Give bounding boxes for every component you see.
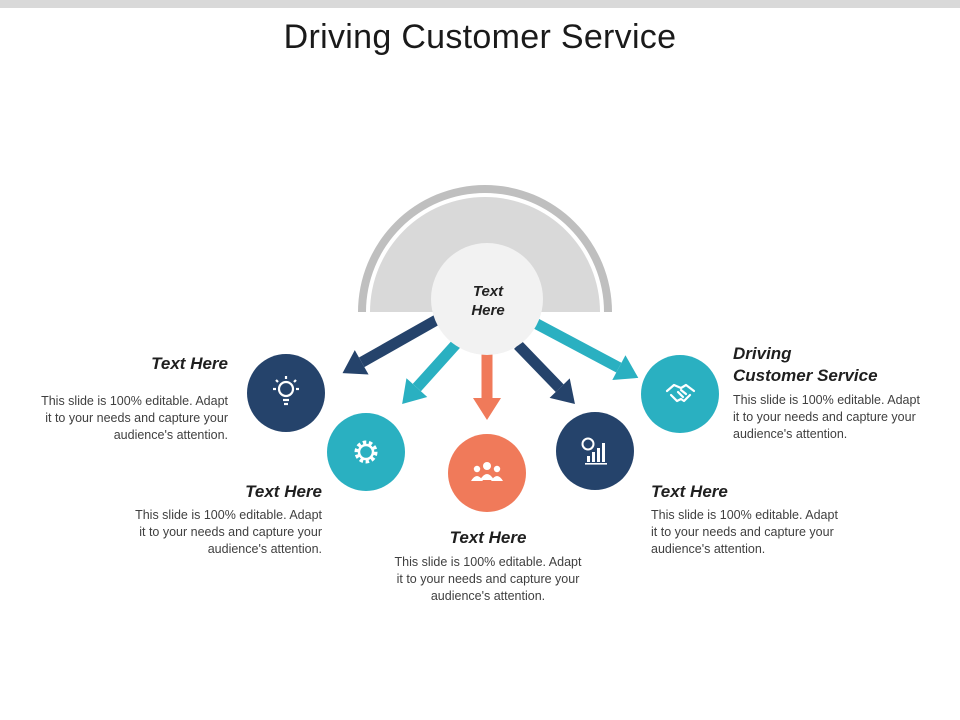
slide-title: Driving Customer Service xyxy=(283,18,677,56)
item-3-desc-line: it to your needs and capture your xyxy=(396,572,580,586)
item-3-desc-line: audience's attention. xyxy=(430,589,546,603)
node-1 xyxy=(247,354,325,432)
money-chart-icon xyxy=(581,437,607,465)
item-5-desc-line: This slide is 100% editable. Adapt xyxy=(733,393,920,407)
item-1-desc-line: This slide is 100% editable. Adapt xyxy=(41,394,228,408)
item-3-label: Text Here xyxy=(449,528,527,547)
node-5 xyxy=(641,355,719,433)
item-1-desc-line: audience's attention. xyxy=(113,428,228,442)
lightbulb-icon xyxy=(273,376,299,406)
hub-label-line-2: Here xyxy=(471,302,505,319)
arrow-1 xyxy=(342,313,443,375)
item-1-label: Text Here xyxy=(151,354,228,373)
item-5-desc-line: it to your needs and capture your xyxy=(733,410,916,424)
item-1-description: This slide is 100% editable. Adapt it to… xyxy=(8,393,228,444)
arrow-4 xyxy=(514,341,575,404)
item-1-desc-line: it to your needs and capture your xyxy=(45,411,228,425)
hub-label: Text Here xyxy=(438,282,538,320)
node-4 xyxy=(556,412,634,490)
item-2-description: This slide is 100% editable. Adapt it to… xyxy=(102,507,322,558)
item-3-description: This slide is 100% editable. Adapt it to… xyxy=(370,554,606,605)
item-5-label-line-1: Driving xyxy=(733,344,792,363)
arrow-5 xyxy=(532,318,639,380)
top-bar xyxy=(0,0,960,8)
node-2 xyxy=(327,413,405,491)
item-4-desc-line: This slide is 100% editable. Adapt xyxy=(651,508,838,522)
item-4-description: This slide is 100% editable. Adapt it to… xyxy=(651,507,881,558)
item-5-label-line-2: Customer Service xyxy=(733,366,878,385)
item-5-desc-line: audience's attention. xyxy=(733,427,848,441)
item-4-desc-line: audience's attention. xyxy=(651,542,766,556)
arrow-3 xyxy=(473,354,501,420)
item-5-label: Driving Customer Service xyxy=(733,343,953,387)
handshake-icon xyxy=(665,383,696,403)
hub-circle xyxy=(431,243,543,355)
item-2-desc-line: audience's attention. xyxy=(207,542,322,556)
item-4-desc-line: it to your needs and capture your xyxy=(651,525,834,539)
team-icon xyxy=(471,462,503,481)
item-2-desc-line: it to your needs and capture your xyxy=(139,525,322,539)
arrow-2 xyxy=(402,339,462,404)
item-2-desc-line: This slide is 100% editable. Adapt xyxy=(135,508,322,522)
item-2-label: Text Here xyxy=(245,482,322,501)
hub-label-line-1: Text xyxy=(472,283,504,300)
gear-icon xyxy=(354,440,378,464)
node-3 xyxy=(448,434,526,512)
item-4-label: Text Here xyxy=(651,482,728,501)
item-5-description: This slide is 100% editable. Adapt it to… xyxy=(733,392,955,443)
item-3-desc-line: This slide is 100% editable. Adapt xyxy=(394,555,582,569)
